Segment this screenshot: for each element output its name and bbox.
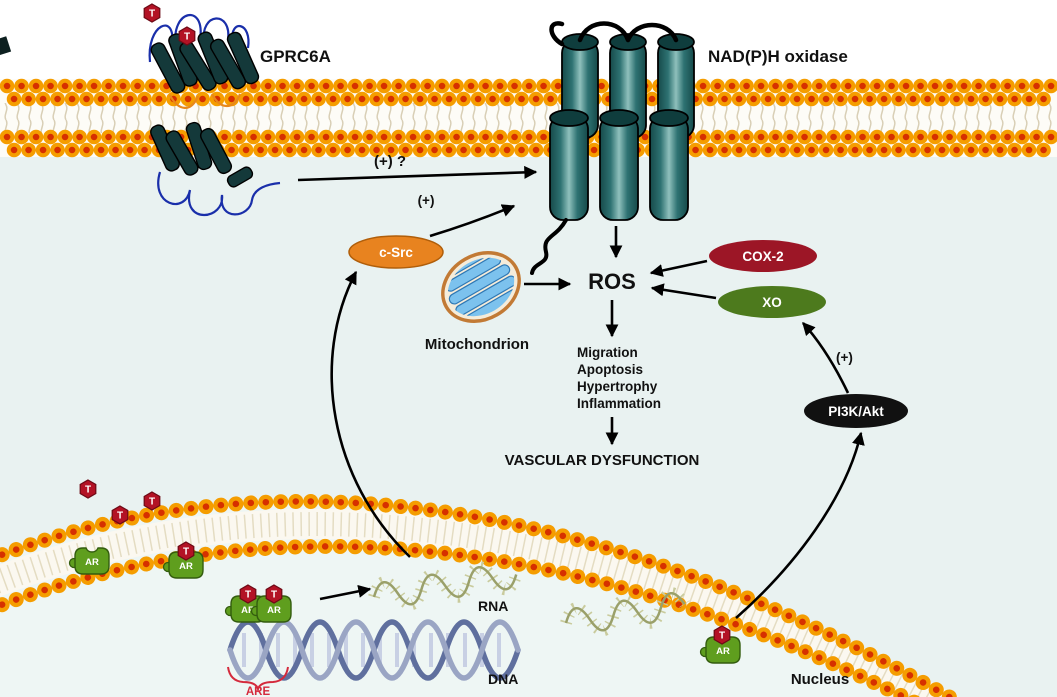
ar-dimer-on-dna: AR AR — [224, 595, 292, 623]
arrow-cox2-to-ros — [649, 259, 708, 277]
receptor-helix-bundle-upper — [150, 31, 260, 94]
arrow-csrc-to-oxidase — [429, 204, 516, 238]
arrow-gprc6a-to-oxidase — [297, 165, 538, 182]
effect-hypertrophy: Hypertrophy — [577, 379, 658, 394]
gprc6a-receptor — [0, 13, 281, 216]
nuclear-membrane-inner-head-cores — [0, 543, 912, 697]
gprc6a-label: GPRC6A — [260, 47, 331, 66]
activation-unknown-label: (+) ? — [374, 153, 406, 170]
dna-label: DNA — [488, 671, 518, 687]
ar-label: AR — [85, 557, 99, 568]
receptor-helix — [0, 36, 12, 56]
testosterone-badge: T — [177, 541, 195, 561]
ar-label: AR — [241, 605, 255, 616]
rna-strand — [564, 592, 686, 632]
ros-label: ROS — [588, 269, 636, 294]
pi3k-akt-label: PI3K/Akt — [828, 404, 884, 419]
dna-helix — [227, 619, 521, 681]
oxidase-front-row — [549, 109, 689, 221]
effect-apoptosis: Apoptosis — [577, 362, 643, 377]
testosterone-badge: T — [265, 584, 283, 604]
are-label: ARE — [246, 686, 271, 697]
t-label: T — [183, 547, 189, 558]
arrow-nucleus-to-pi3k — [735, 431, 865, 619]
testosterone-badge: T — [143, 491, 161, 511]
testosterone-badge: T — [239, 584, 257, 604]
t-label: T — [117, 511, 123, 522]
t-label: T — [149, 9, 155, 20]
receptor-orange-loops — [169, 93, 242, 109]
rna-transcript — [560, 587, 690, 637]
csrc-label: c-Src — [379, 245, 413, 260]
arrow-dimer-to-rna — [319, 584, 372, 601]
t-label: T — [271, 590, 277, 601]
xo-node — [718, 286, 826, 318]
ar-label: AR — [716, 646, 730, 657]
testosterone-badge: T — [713, 625, 731, 645]
ar-bound: AR — [162, 551, 204, 579]
nuclear-membrane-core — [0, 509, 959, 697]
mitochondrion-label: Mitochondrion — [425, 336, 529, 353]
t-label: T — [245, 590, 251, 601]
mitochondrion — [441, 249, 521, 326]
pi3k-akt-node — [804, 394, 908, 428]
nadph-oxidase-label: NAD(P)H oxidase — [708, 47, 848, 66]
receptor-intracellular-loops — [157, 171, 281, 216]
arrow-pi3k-to-xo — [802, 322, 850, 394]
t-label: T — [85, 485, 91, 496]
effect-inflammation: Inflammation — [577, 396, 661, 411]
nucleus-label: Nucleus — [791, 671, 849, 688]
ar-label: AR — [179, 561, 193, 572]
csrc-node — [348, 235, 444, 269]
ar-label: AR — [267, 605, 281, 616]
ar-free: AR — [68, 547, 110, 575]
vascular-dysfunction-label: VASCULAR DYSFUNCTION — [505, 452, 700, 469]
dna-strand-back — [227, 619, 521, 681]
oxidase-top-loops — [549, 21, 679, 47]
rna-transcript — [368, 561, 523, 611]
testosterone-badge: T — [79, 479, 97, 499]
effects-list: Migration Apoptosis Hypertrophy Inflamma… — [577, 345, 661, 411]
oxidase-cytoplasmic-tail — [530, 218, 568, 275]
rna-strand — [372, 566, 518, 606]
effect-migration: Migration — [577, 345, 638, 360]
cox2-label: COX-2 — [742, 249, 783, 264]
t-label: T — [184, 32, 190, 43]
testosterone-badge: T — [111, 505, 129, 525]
plasma-membrane-tails — [0, 103, 1057, 133]
t-label: T — [719, 631, 725, 642]
arrow-xo-to-ros — [650, 283, 717, 300]
receptor-helix-bundle-lower — [150, 121, 254, 188]
arrow-nucleus-to-csrc — [330, 270, 411, 558]
activation-csrc-label: (+) — [418, 193, 435, 208]
cox2-node — [709, 240, 817, 272]
xo-label: XO — [762, 295, 782, 310]
testosterone-badge: T — [143, 3, 161, 23]
ar-nuclear: AR — [699, 636, 741, 664]
testosterone-badges: T T T T T T T T T — [79, 3, 731, 645]
rna-label: RNA — [478, 598, 508, 614]
testosterone-badge: T — [178, 26, 196, 46]
receptor-extracellular-loops — [148, 13, 250, 63]
activation-pi3k-label: (+) — [836, 350, 853, 365]
t-label: T — [149, 497, 155, 508]
are-bracket — [227, 666, 289, 693]
nadph-oxidase-complex — [530, 21, 695, 275]
